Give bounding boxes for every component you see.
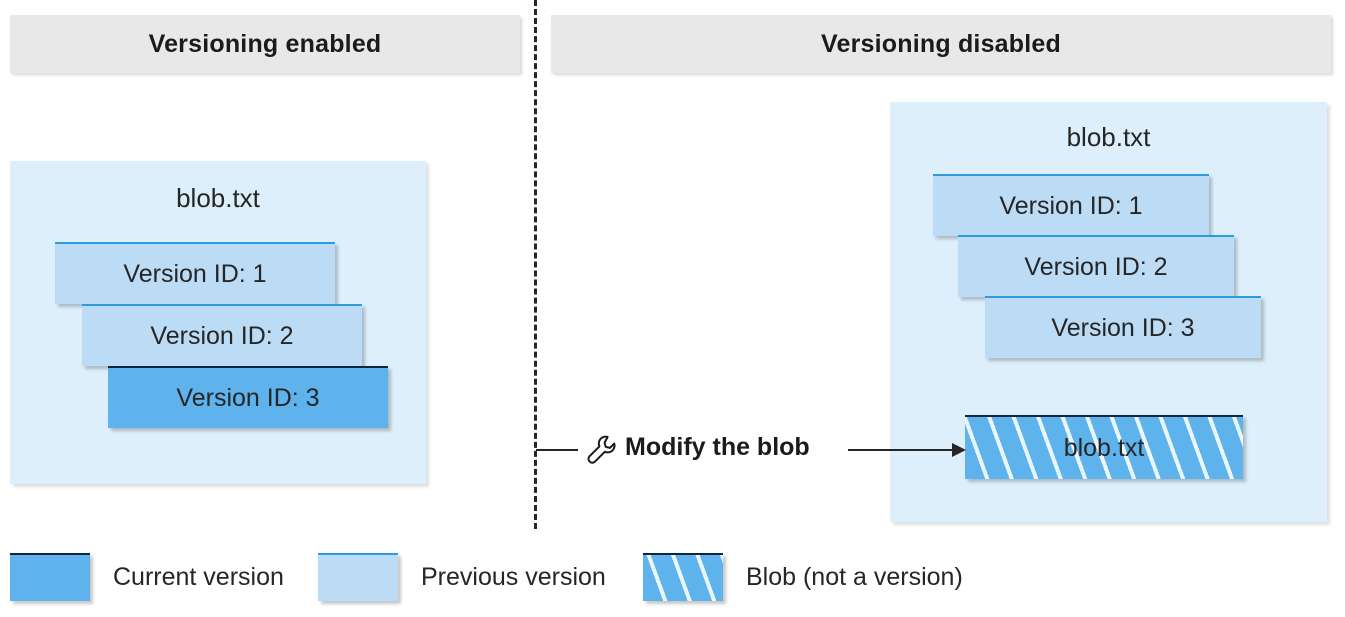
connector-line-segment [536, 449, 578, 451]
wrench-icon [584, 433, 618, 467]
legend-label: Previous version [421, 562, 606, 591]
legend: Current version Previous version Blob (n… [0, 540, 1345, 610]
blob-card-label: blob.txt [1063, 433, 1145, 462]
blob-not-a-version-card: blob.txt [965, 415, 1243, 479]
modify-blob-connector: Modify the blob [536, 425, 966, 475]
version-card-3: Version ID: 3 [985, 296, 1261, 358]
legend-label: Blob (not a version) [746, 562, 963, 591]
version-card-2: Version ID: 2 [958, 235, 1234, 297]
version-card-1: Version ID: 1 [933, 174, 1209, 236]
version-card-label: Version ID: 2 [1024, 252, 1168, 281]
version-card-2: Version ID: 2 [82, 304, 362, 366]
legend-label: Current version [113, 562, 284, 591]
legend-swatch-previous-version [318, 553, 398, 601]
blob-container-title: blob.txt [176, 183, 260, 213]
panel-header-versioning-enabled: Versioning enabled [10, 15, 520, 73]
panel-header-label: Versioning enabled [148, 29, 382, 58]
version-card-label: Version ID: 2 [150, 321, 294, 350]
legend-swatch-blob-not-a-version [643, 553, 723, 601]
version-card-label: Version ID: 3 [176, 383, 320, 412]
legend-item-blob-not-a-version: Blob (not a version) [643, 547, 963, 607]
blob-container-title: blob.txt [1066, 122, 1151, 152]
legend-swatch-current-version [10, 553, 90, 601]
arrow-right-icon [848, 441, 966, 459]
version-card-label: Version ID: 1 [123, 259, 267, 288]
version-card-label: Version ID: 1 [999, 191, 1143, 220]
version-card-3-current: Version ID: 3 [108, 366, 388, 428]
version-card-label: Version ID: 3 [1051, 313, 1195, 342]
panel-header-label: Versioning disabled [821, 29, 1061, 58]
legend-item-previous-version: Previous version [318, 547, 606, 607]
blob-container-versioning-enabled: blob.txt Version ID: 1 Version ID: 2 Ver… [10, 161, 426, 484]
version-card-1: Version ID: 1 [55, 242, 335, 304]
blob-container-versioning-disabled: blob.txt Version ID: 1 Version ID: 2 Ver… [890, 102, 1327, 522]
panel-header-versioning-disabled: Versioning disabled [551, 15, 1331, 73]
modify-blob-label: Modify the blob [625, 433, 810, 461]
panel-divider [534, 0, 537, 529]
legend-item-current-version: Current version [10, 547, 284, 607]
